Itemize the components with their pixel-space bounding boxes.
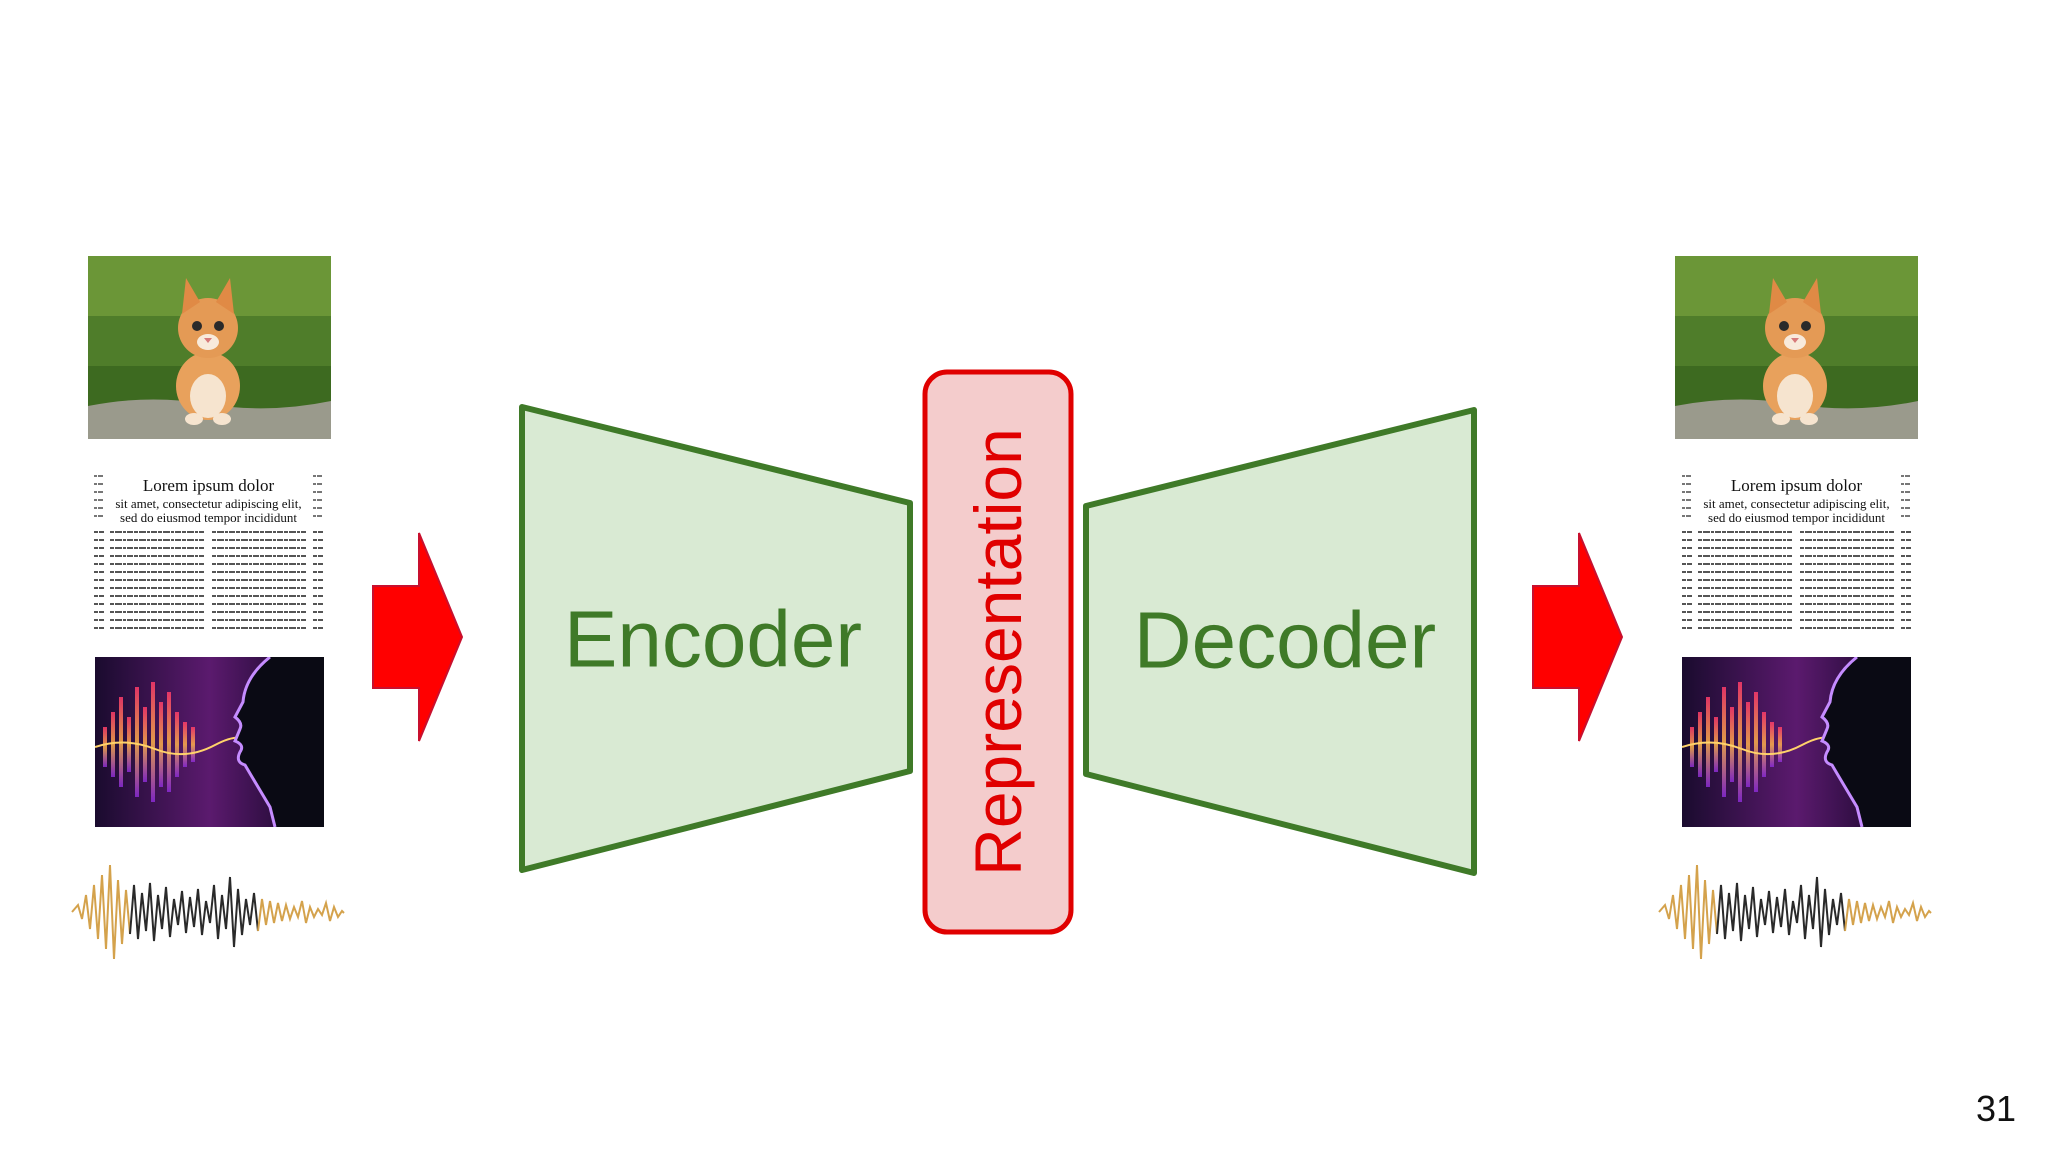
slide-page-number: 31 bbox=[1975, 1088, 2016, 1129]
doc-title-line-3: sed do eiusmod tempor incididunt bbox=[1708, 510, 1885, 525]
doc-body-lines bbox=[94, 475, 323, 629]
doc-body-lines bbox=[1682, 475, 1911, 629]
representation-label: Representation bbox=[961, 428, 1035, 876]
output-kitten-image bbox=[1675, 256, 1918, 439]
encoder-block: Encoder bbox=[519, 404, 913, 873]
input-kitten-image bbox=[88, 256, 331, 439]
output-waveform bbox=[1657, 855, 1933, 970]
output-arrow-icon bbox=[1532, 532, 1624, 742]
input-text-document: Lorem ipsum dolor sit amet, consectetur … bbox=[92, 470, 325, 633]
doc-title-line-2: sit amet, consectetur adipiscing elit, bbox=[1703, 496, 1890, 511]
encoder-label: Encoder bbox=[564, 595, 862, 684]
input-waveform bbox=[70, 855, 346, 970]
representation-block: Representation bbox=[922, 369, 1074, 935]
doc-title-line-1: Lorem ipsum dolor bbox=[1730, 476, 1863, 495]
input-arrow-icon bbox=[372, 532, 464, 742]
input-voice-spectrum-image bbox=[95, 657, 324, 827]
decoder-block: Decoder bbox=[1083, 407, 1477, 876]
decoder-label: Decoder bbox=[1134, 596, 1436, 685]
doc-title-line-1: Lorem ipsum dolor bbox=[142, 476, 275, 495]
output-text-document: Lorem ipsum dolor sit amet, consectetur … bbox=[1680, 470, 1913, 633]
doc-title-line-2: sit amet, consectetur adipiscing elit, bbox=[115, 496, 302, 511]
output-voice-spectrum-image bbox=[1682, 657, 1911, 827]
doc-title-line-3: sed do eiusmod tempor incididunt bbox=[120, 510, 297, 525]
